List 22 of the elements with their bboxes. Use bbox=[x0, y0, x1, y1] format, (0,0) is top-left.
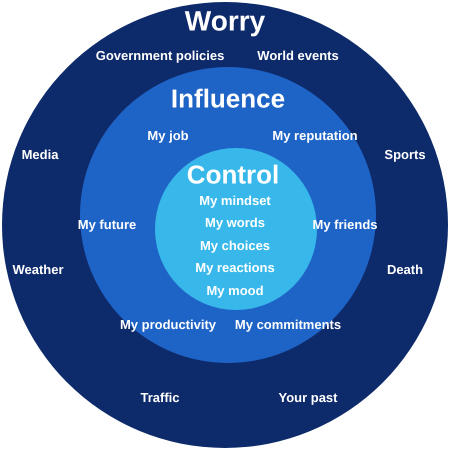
item-label: My friends bbox=[312, 218, 378, 232]
circle-heading: Worry bbox=[184, 6, 266, 38]
item-label: My future bbox=[78, 218, 136, 232]
item-label: Weather bbox=[12, 262, 64, 278]
item-label: Traffic bbox=[140, 390, 180, 406]
item-label: My choices bbox=[200, 238, 270, 254]
item-label: My productivity bbox=[120, 318, 216, 332]
item-label: World events bbox=[257, 48, 339, 64]
item-label: My mindset bbox=[199, 194, 271, 208]
item-label: Media bbox=[22, 148, 58, 162]
item-label: Death bbox=[386, 262, 424, 278]
circle-heading: Influence bbox=[170, 84, 286, 114]
item-label: Your past bbox=[278, 390, 338, 406]
item-label: My words bbox=[205, 216, 265, 230]
item-label: Government policies bbox=[96, 48, 224, 64]
item-label: My reputation bbox=[272, 128, 358, 144]
item-label: My reactions bbox=[195, 260, 275, 276]
item-label: My commitments bbox=[234, 318, 342, 332]
circle-heading: Control bbox=[186, 160, 280, 190]
item-label: My mood bbox=[206, 284, 264, 298]
item-label: Sports bbox=[384, 148, 426, 162]
item-label: My job bbox=[147, 128, 189, 144]
